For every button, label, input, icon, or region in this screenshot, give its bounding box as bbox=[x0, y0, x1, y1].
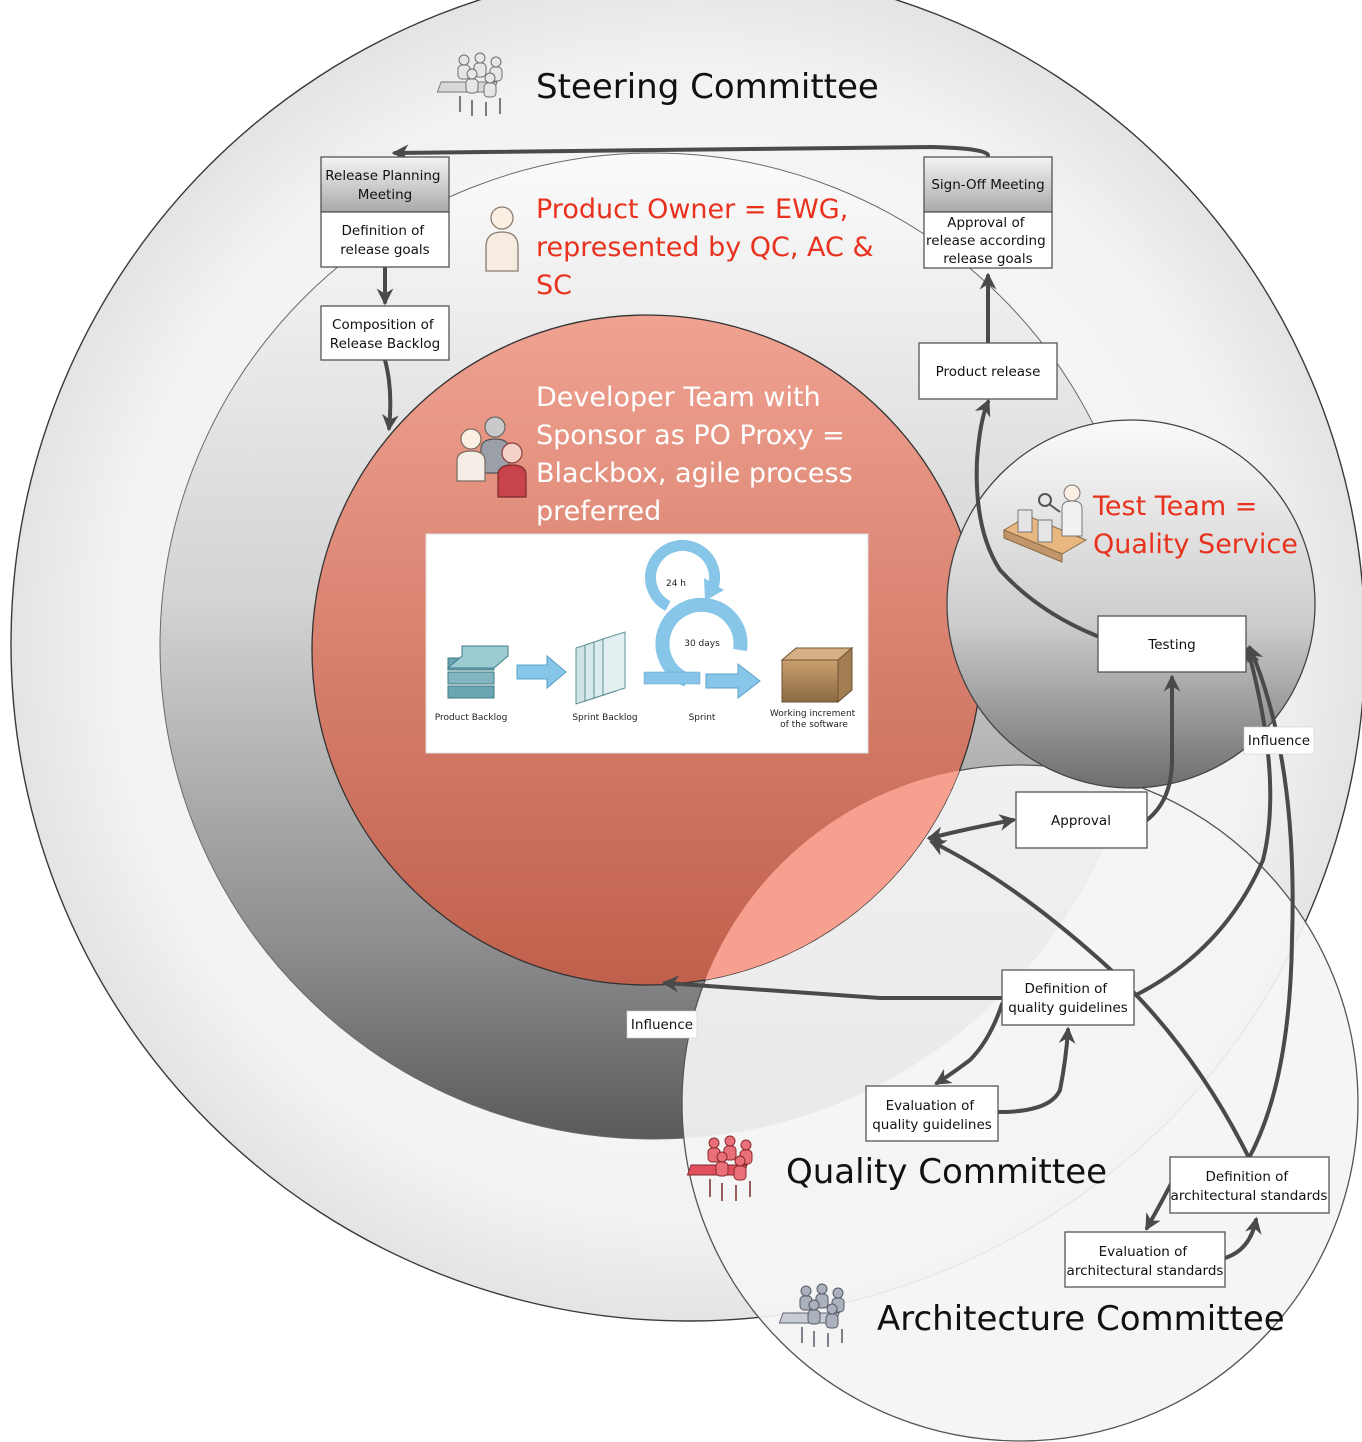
box-line: quality guidelines bbox=[1008, 1000, 1128, 1016]
approval-box: Approval bbox=[1015, 791, 1148, 849]
box-line: Definition of bbox=[1025, 981, 1109, 997]
eval-arch-box: Evaluation of architectural standards bbox=[1064, 1231, 1226, 1288]
influence-text: Influence bbox=[631, 1017, 693, 1033]
product-owner-title-line: represented by QC, AC & bbox=[536, 232, 874, 263]
steering-committee-title: Steering Committee bbox=[536, 67, 879, 107]
box-line: Release Backlog bbox=[330, 336, 440, 352]
test-team-title-line: Quality Service bbox=[1093, 529, 1298, 560]
release-planning-box: Release Planning Meeting Definition of r… bbox=[320, 156, 450, 268]
arrow-quality-guidelines-to-eval bbox=[934, 1002, 1004, 1085]
box-header-text: Release Planning Meeting bbox=[325, 168, 445, 203]
committee-meeting-icon bbox=[436, 52, 503, 116]
box-text: Definition of architectural standards bbox=[1171, 1169, 1328, 1204]
increment-label: Working increment of the software bbox=[770, 709, 858, 730]
product-backlog-label: Product Backlog bbox=[435, 713, 508, 723]
person-icon bbox=[485, 206, 519, 272]
committee-meeting-icon bbox=[686, 1135, 753, 1201]
increment-label-line: of the software bbox=[780, 720, 848, 730]
box-header-text: Sign-Off Meeting bbox=[931, 177, 1044, 193]
product-release-box: Product release bbox=[918, 342, 1058, 400]
sheets-icon bbox=[575, 631, 626, 705]
arrow-quality-guidelines-to-testing bbox=[1134, 646, 1273, 997]
box-line: Approval of bbox=[947, 215, 1025, 231]
scrum-process-panel: Product Backlog Sprint Backlog 24 h 30 d… bbox=[425, 533, 869, 754]
test-team-title-line: Test Team = bbox=[1092, 491, 1257, 522]
product-owner-title-line: SC bbox=[536, 270, 572, 301]
developer-team-title-line: Developer Team with bbox=[536, 382, 821, 413]
flow-arrow bbox=[516, 654, 567, 690]
cycle-arrow-icon: 24 h 30 days bbox=[643, 540, 761, 700]
box-text: Testing bbox=[1147, 637, 1195, 653]
product-owner-title-line: Product Owner = EWG, bbox=[536, 194, 848, 225]
arrow-eval-to-quality-guidelines bbox=[997, 1026, 1076, 1114]
increment-label-line: Working increment bbox=[770, 709, 856, 719]
box-line: Evaluation of bbox=[1099, 1244, 1189, 1260]
test-team-title: Test Team = Quality Service bbox=[1092, 491, 1298, 560]
box-text: Product release bbox=[936, 364, 1041, 380]
box-line: release goals bbox=[340, 242, 429, 258]
quality-guidelines-box: Definition of quality guidelines bbox=[1001, 969, 1135, 1026]
influence-text: Influence bbox=[1248, 733, 1310, 749]
arrow-approval-to-testing bbox=[1145, 674, 1181, 822]
double-arrow-dev-approval bbox=[926, 814, 1017, 843]
stacked-blocks-icon bbox=[446, 645, 509, 699]
box-line: Evaluation of bbox=[886, 1098, 976, 1114]
committee-meeting-icon bbox=[778, 1283, 845, 1347]
box-line: architectural standards bbox=[1171, 1188, 1328, 1204]
developer-team-title-line: Blackbox, agile process bbox=[536, 458, 853, 489]
product-owner-title: Product Owner = EWG, represented by QC, … bbox=[536, 194, 882, 301]
testing-box: Testing bbox=[1097, 615, 1247, 673]
signoff-meeting-box: Sign-Off Meeting Approval of release acc… bbox=[923, 156, 1053, 269]
arrow-arch-standards-to-dev bbox=[928, 840, 1250, 1158]
box-line: architectural standards bbox=[1067, 1263, 1224, 1279]
box-line: Release Planning bbox=[325, 168, 440, 184]
developer-team-title-line: preferred bbox=[536, 496, 661, 527]
developer-team-title-line: Sponsor as PO Proxy = bbox=[536, 420, 845, 451]
box-text: Approval bbox=[1051, 813, 1111, 829]
arrow-eval-to-arch-standards bbox=[1223, 1216, 1262, 1260]
arrow-quality-guidelines-to-dev bbox=[661, 975, 1004, 1000]
box-text: Approval of release according release go… bbox=[926, 215, 1050, 267]
arch-standards-box: Definition of architectural standards bbox=[1169, 1156, 1330, 1214]
box-line: Composition of bbox=[332, 317, 435, 333]
connectors bbox=[376, 144, 1295, 1260]
box-text: Definition of release goals bbox=[340, 223, 429, 258]
arrow-backlog-to-dev bbox=[382, 358, 399, 432]
feedback-arrow-signoff-to-planning bbox=[391, 144, 990, 162]
box-line: release according bbox=[926, 233, 1046, 249]
test-team-circle bbox=[946, 419, 1316, 789]
box-line: quality guidelines bbox=[872, 1117, 992, 1133]
package-box-icon bbox=[780, 646, 854, 704]
box-line: Definition of bbox=[342, 223, 426, 239]
box-text: Evaluation of architectural standards bbox=[1067, 1244, 1224, 1279]
box-line: Meeting bbox=[358, 187, 412, 203]
sprint-label: Sprint bbox=[689, 713, 716, 723]
influence-label-left: Influence bbox=[626, 1010, 698, 1039]
box-line: release goals bbox=[943, 251, 1032, 267]
sprint-backlog-label: Sprint Backlog bbox=[572, 713, 637, 723]
release-backlog-box: Composition of Release Backlog bbox=[320, 305, 450, 361]
quality-inspector-icon bbox=[1002, 484, 1088, 563]
team-icon bbox=[456, 416, 527, 498]
architecture-committee-title: Architecture Committee bbox=[877, 1299, 1285, 1339]
sprint-cycle-label: 30 days bbox=[684, 639, 720, 649]
box-line: Definition of bbox=[1206, 1169, 1290, 1185]
arrow-testing-to-release bbox=[974, 398, 1099, 638]
eval-quality-box: Evaluation of quality guidelines bbox=[865, 1085, 999, 1142]
influence-label-right: Influence bbox=[1243, 726, 1315, 755]
daily-cycle-label: 24 h bbox=[666, 579, 686, 589]
box-text: Composition of Release Backlog bbox=[330, 317, 440, 352]
arrow-arch-standards-to-testing bbox=[1247, 644, 1295, 1158]
developer-team-title: Developer Team with Sponsor as PO Proxy … bbox=[536, 382, 861, 527]
box-text: Definition of quality guidelines bbox=[1008, 981, 1128, 1016]
box-text: Evaluation of quality guidelines bbox=[872, 1098, 992, 1133]
quality-committee-title: Quality Committee bbox=[786, 1152, 1107, 1192]
